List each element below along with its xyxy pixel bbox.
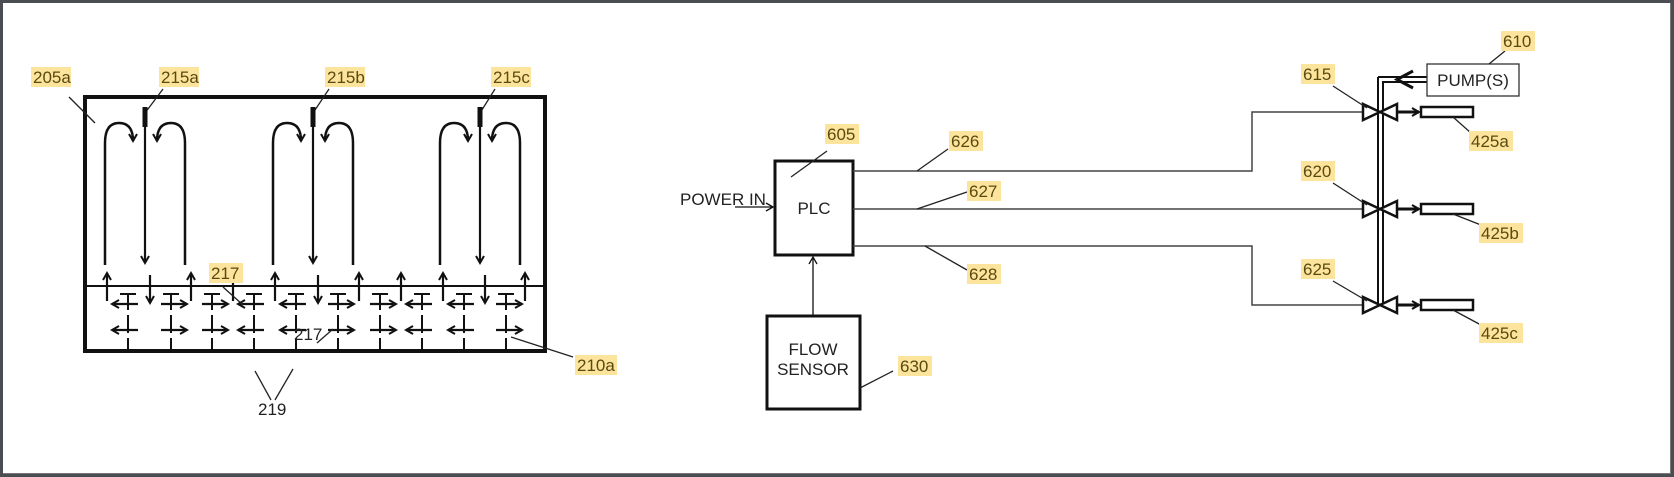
leader-217-inner [316,328,334,344]
baffle-leader [144,88,164,114]
pump-box [1426,63,1520,97]
plc-box [773,159,855,257]
diagram-page: 205a 215a 215b 215c 217 217 219 210a PLC [3,3,1671,474]
ref-text: 615 [1303,65,1331,84]
outlet-nozzle [1419,298,1475,312]
leader-627 [916,191,968,210]
ref-label-215a: 215a [159,67,199,87]
valve-leader [1332,85,1368,109]
upflow-left-arrow [103,121,133,265]
leader-626 [916,148,949,172]
ref-label-628: 628 [967,264,1001,284]
ref-label-625: 625 [1301,259,1335,279]
upflow-right-arrow [325,121,355,265]
ref-label-215c: 215c [491,67,531,87]
ref-label-605: 605 [825,124,859,144]
outlet-leader [1452,309,1482,326]
control-line-628 [853,245,1363,306]
ref-label-210a: 210a [575,355,617,375]
svg-text:205a: 205a [33,68,71,87]
ref-highlight [1301,64,1335,84]
svg-text:215a: 215a [161,68,199,87]
valve-leader [1332,182,1368,206]
svg-text:215b: 215b [327,68,365,87]
tank-outline [83,95,547,353]
ref-label-219: 219 [258,400,286,419]
leader-219-a [254,370,272,401]
svg-text:215c: 215c [493,68,530,87]
svg-text:610: 610 [1503,32,1531,51]
outlet-nozzle [1419,202,1475,216]
ref-label-610: 610 [1501,31,1535,51]
ref-text: 625 [1303,260,1331,279]
control-line-626 [853,111,1363,172]
leader-630 [859,370,894,389]
ref-text: 425c [1481,324,1518,343]
ref-highlight [1301,161,1335,181]
leader-205a [68,96,96,124]
valve-620: 620 425b [1301,161,1523,243]
ref-label-620: 620 [1301,161,1335,181]
baffle-leader [312,88,330,114]
upflow-left-arrow [438,121,468,265]
ref-highlight [1469,131,1513,151]
svg-text:630: 630 [900,357,928,376]
ref-label-425c: 425c [1479,323,1523,343]
valve-body-left [1361,102,1383,122]
leader-628 [924,245,968,271]
ref-label-217-inner: 217 [294,325,322,344]
pump-flow-arrow [1393,69,1414,90]
svg-text:217: 217 [211,264,239,283]
pump-label: PUMP(S) [1437,71,1509,90]
leader-217-top [222,286,244,306]
upflow-left-arrow [271,121,301,265]
tank-figure: 205a 215a 215b 215c 217 217 219 210a [31,67,617,419]
flow-sensor-box [765,314,862,411]
valve-leader [1332,280,1368,302]
power-in-label: POWER IN [680,190,766,209]
upflow-right-arrow [492,121,522,265]
leader-219-b [274,368,294,401]
ref-label-626: 626 [949,131,983,151]
ref-highlight [1479,323,1523,343]
flow-sensor-label-line2: SENSOR [777,360,849,379]
control-figure: PLC 605 POWER IN FLOW SENSOR 630 626 [680,31,1535,411]
valve-body-left [1361,199,1383,219]
valve-615: 615 425a [1301,64,1513,151]
valve-625: 625 425c [1301,259,1523,343]
baffle-group [271,88,355,265]
plc-label: PLC [797,199,830,218]
ref-highlight [1479,223,1523,243]
outlet-nozzle [1419,105,1475,119]
leader-610 [1488,50,1506,65]
outlet-leader [1452,213,1482,226]
svg-text:628: 628 [969,265,997,284]
baffle-group [438,88,522,265]
ref-text: 425a [1471,132,1509,151]
patent-figure: 205a 215a 215b 215c 217 217 219 210a PLC [31,31,1535,419]
flow-sensor-label-line1: FLOW [788,340,837,359]
svg-text:210a: 210a [577,356,615,375]
ref-text: 425b [1481,224,1519,243]
ref-label-215b: 215b [325,67,365,87]
svg-text:627: 627 [969,182,997,201]
valve-body-left [1361,295,1383,315]
ref-label-627: 627 [967,181,1001,201]
leader-605 [790,150,828,178]
ref-label-630: 630 [898,356,932,376]
ref-label-217: 217 [209,263,243,283]
svg-text:605: 605 [827,125,855,144]
ref-label-425a: 425a [1469,131,1513,151]
ref-text: 620 [1303,162,1331,181]
baffle-group [103,88,187,265]
ref-label-425b: 425b [1479,223,1523,243]
leader-210a [510,336,574,358]
ref-label-615: 615 [1301,64,1335,84]
outlet-leader [1452,116,1472,134]
svg-text:626: 626 [951,132,979,151]
ref-label-205a: 205a [31,67,71,87]
ref-highlight [1301,259,1335,279]
upflow-right-arrow [157,121,187,265]
